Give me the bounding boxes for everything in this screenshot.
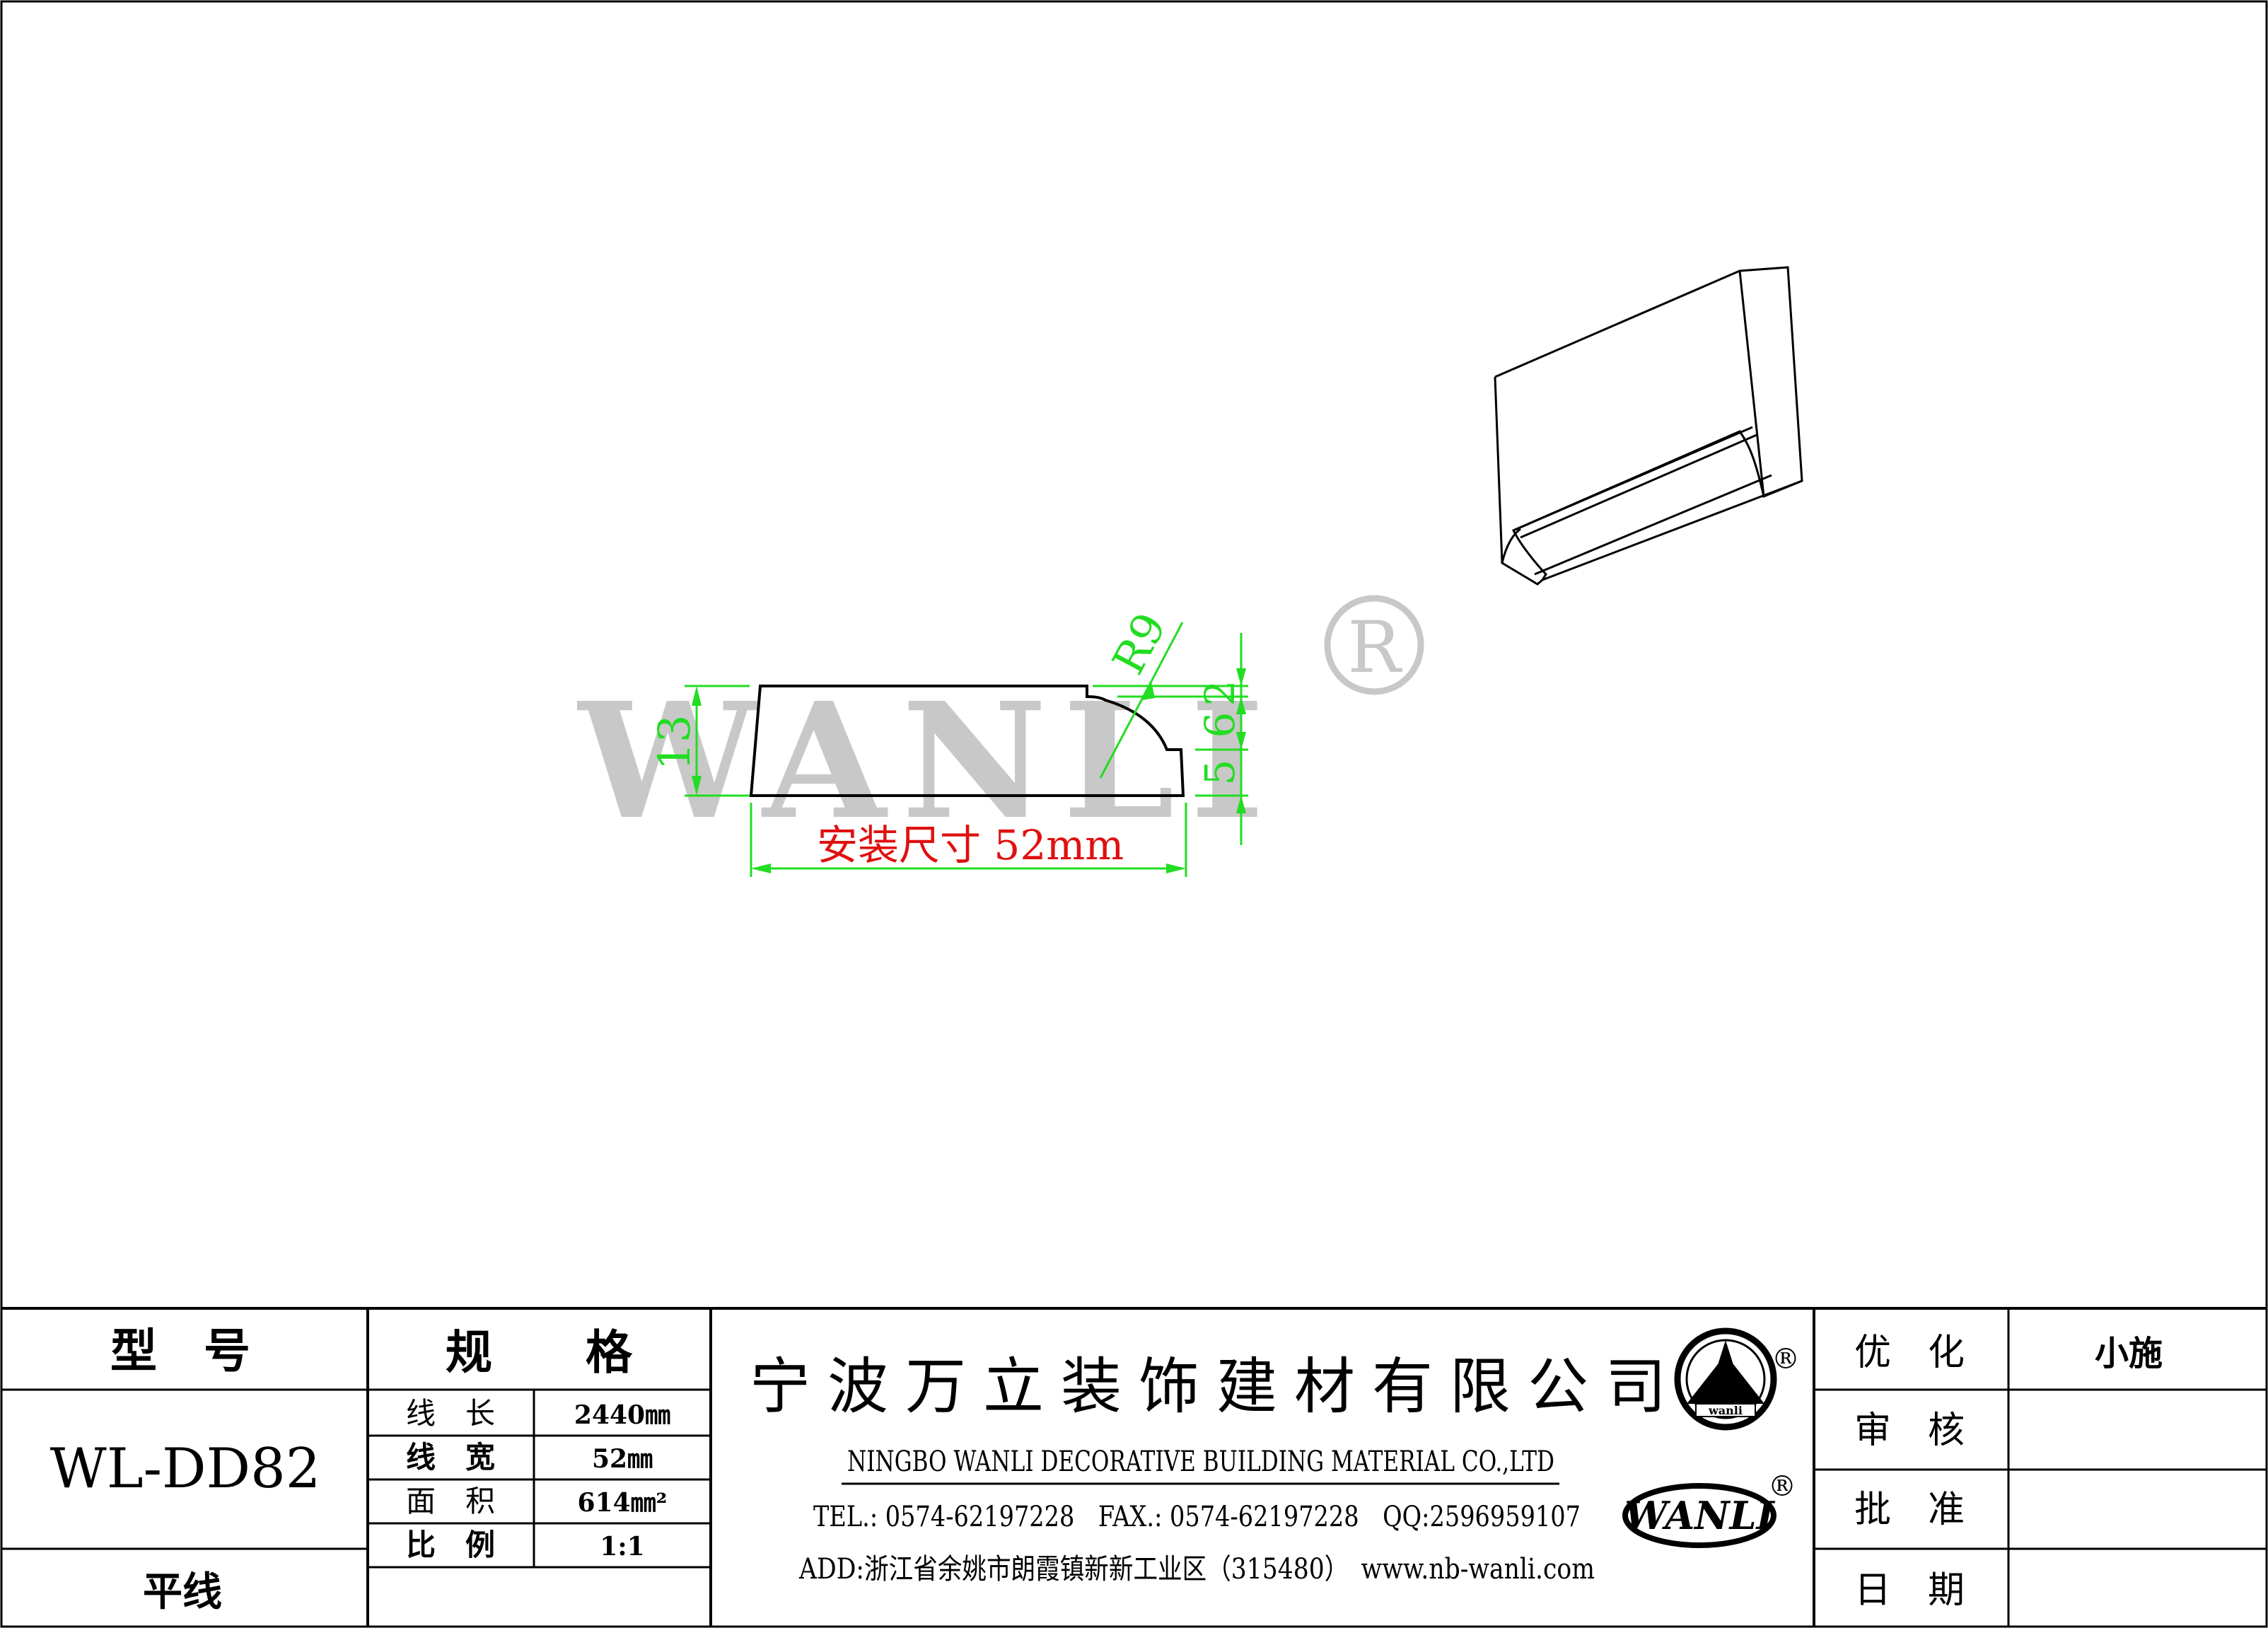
spec-label-scale: 比 例 <box>406 1528 495 1562</box>
category-label: 平线 <box>143 1569 222 1615</box>
spec-value-scale: 1:1 <box>600 1532 644 1562</box>
dimension-install-width <box>750 803 1187 877</box>
right-middle-label: 6 <box>1196 712 1244 738</box>
spec-label-length: 线 长 <box>406 1396 495 1431</box>
watermark-text: WANLI <box>577 668 1280 855</box>
company-name-cn: 宁波万立装饰建材有限公司 <box>750 1351 1683 1422</box>
dimension-height <box>685 685 750 797</box>
spec-value-area: 614㎜² <box>578 1488 668 1518</box>
model-value: WL-DD82 <box>50 1437 321 1501</box>
company-logo-top: wanli <box>1674 1327 1777 1431</box>
right-upper-label: 2 <box>1196 680 1244 707</box>
registered-mark-bottom: ® <box>1768 1470 1796 1503</box>
dimension-right <box>1093 633 1248 845</box>
approval-label-approve: 批 准 <box>1854 1489 1965 1531</box>
approval-label-review: 审 核 <box>1854 1409 1965 1452</box>
isometric-view <box>1494 266 1803 586</box>
title-block <box>1 1307 2267 1627</box>
registered-mark-top: ® <box>1772 1343 1800 1376</box>
profile-section <box>749 685 1185 797</box>
watermark-registered-mark: R <box>1347 606 1402 689</box>
address-line: ADD:浙江省余姚市朗霞镇新新工业区（315480） www.nb-wanli.… <box>798 1553 1595 1586</box>
height-label: 13 <box>649 715 700 771</box>
approval-label-date: 日 期 <box>1854 1569 1965 1612</box>
spec-label-area: 面 积 <box>406 1484 495 1518</box>
install-dimension-label: 安装尺寸 52mm <box>817 821 1124 869</box>
right-lower-label: 5 <box>1196 760 1244 786</box>
spec-value-width: 52㎜ <box>592 1444 653 1474</box>
spec-value-length: 2440㎜ <box>574 1400 670 1430</box>
watermark-registered-circle <box>1324 595 1424 695</box>
logo-small-text: wanli <box>1708 1404 1743 1417</box>
approval-label-optimize: 优 化 <box>1854 1332 1965 1374</box>
company-name-en: NINGBO WANLI DECORATIVE BUILDING MATERIA… <box>847 1446 1554 1478</box>
company-logo-bottom: WANLI <box>1622 1483 1776 1548</box>
model-header: 型 号 <box>110 1323 250 1378</box>
approval-value-optimize: 小施 <box>2095 1334 2163 1373</box>
contact-line: TEL.: 0574-62197228 FAX.: 0574-62197228 … <box>813 1501 1581 1533</box>
logo-text: WANLI <box>1624 1493 1775 1538</box>
spec-label-width: 线 宽 <box>406 1440 495 1475</box>
spec-header: 规 格 <box>446 1325 633 1380</box>
